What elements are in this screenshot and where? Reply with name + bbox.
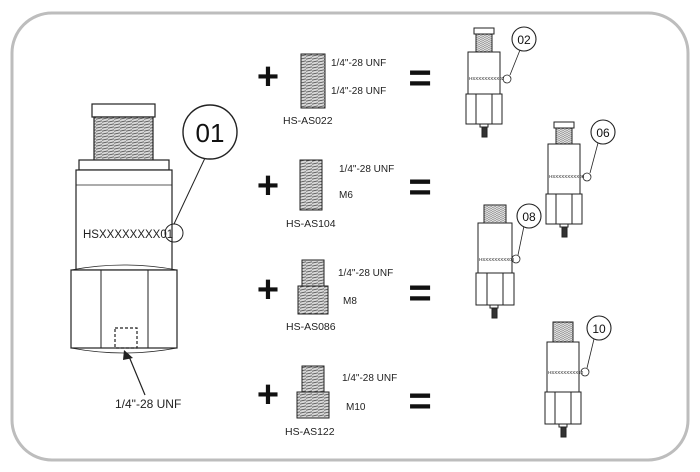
result-label-08: HSXXXXXXXX08 [479, 257, 515, 262]
callout-leader-10 [586, 338, 595, 369]
callout-circle-08 [516, 203, 542, 229]
adapter-thread-bottom-1: 1/4"-28 UNF [331, 86, 386, 97]
callout-target-01 [164, 223, 184, 243]
callout-number-06: 06 [596, 126, 610, 140]
sensor-connector-top [91, 103, 156, 118]
callout-leader-01 [173, 157, 206, 225]
adapter-thread-top-4: 1/4"-28 UNF [342, 373, 397, 384]
adapter-model-4: HS-AS122 [285, 426, 335, 438]
adapter-thread-bottom-2: M6 [339, 190, 353, 201]
result-sensor-06 [545, 121, 583, 238]
main-sensor [70, 103, 178, 354]
thread-arrow-head [123, 350, 133, 360]
sensor-thread-label: 1/4"-28 UNF [115, 397, 181, 411]
adapter-model-1: HS-AS022 [283, 115, 333, 127]
adapter-thread-bottom-3: M8 [343, 296, 357, 307]
adapter-hs-as122 [296, 365, 330, 419]
plus-sign-3: + [257, 269, 279, 311]
callout-number-02: 02 [517, 33, 531, 47]
adapter-hs-as022 [300, 53, 326, 109]
sensor-connector-thread [93, 116, 154, 162]
callout-leader-02 [509, 49, 521, 76]
plus-sign-2: + [257, 165, 279, 207]
callout-leader-06 [589, 142, 599, 174]
result-sensor-10 [544, 321, 582, 438]
equals-sign-1: = [408, 56, 431, 100]
result-label-10: HSXXXXXXXX10 [548, 370, 584, 375]
adapter-thread-top-3: 1/4"-28 UNF [338, 268, 393, 279]
plus-sign-4: + [257, 374, 279, 416]
result-sensor-08 [475, 204, 515, 319]
callout-number-10: 10 [592, 322, 606, 336]
result-label-06: HSXXXXXXXX06 [549, 174, 585, 179]
sensor-part-label: HSXXXXXXXX01 [83, 229, 173, 241]
callout-number-01: 01 [196, 118, 225, 148]
equals-sign-3: = [408, 271, 431, 315]
adapter-model-3: HS-AS086 [286, 321, 336, 333]
adapter-hs-as086 [297, 259, 329, 315]
result-sensor-02 [465, 27, 503, 138]
sensor-collar [78, 159, 170, 171]
thread-arrow-line [127, 353, 146, 396]
plus-sign-1: + [257, 56, 279, 98]
callout-circle-01 [182, 104, 238, 160]
equals-sign-2: = [408, 165, 431, 209]
adapter-thread-bottom-4: M10 [346, 402, 366, 413]
sensor-internal-thread [114, 327, 138, 349]
adapter-thread-top-2: 1/4"-28 UNF [339, 164, 394, 175]
callout-number-08: 08 [522, 210, 536, 224]
callout-circle-02 [511, 26, 537, 52]
result-label-02: HSXXXXXXXX02 [469, 76, 505, 81]
adapter-model-2: HS-AS104 [286, 218, 336, 230]
adapter-thread-top-1: 1/4"-28 UNF [331, 58, 386, 69]
sensor-hex-base [70, 269, 178, 349]
sensor-body [75, 169, 173, 271]
callout-leader-08 [517, 225, 525, 256]
callout-circle-06 [590, 119, 616, 145]
frame-border [10, 11, 690, 462]
adapter-hs-as104 [299, 159, 323, 211]
equals-sign-4: = [408, 379, 431, 423]
callout-circle-10 [586, 315, 612, 341]
